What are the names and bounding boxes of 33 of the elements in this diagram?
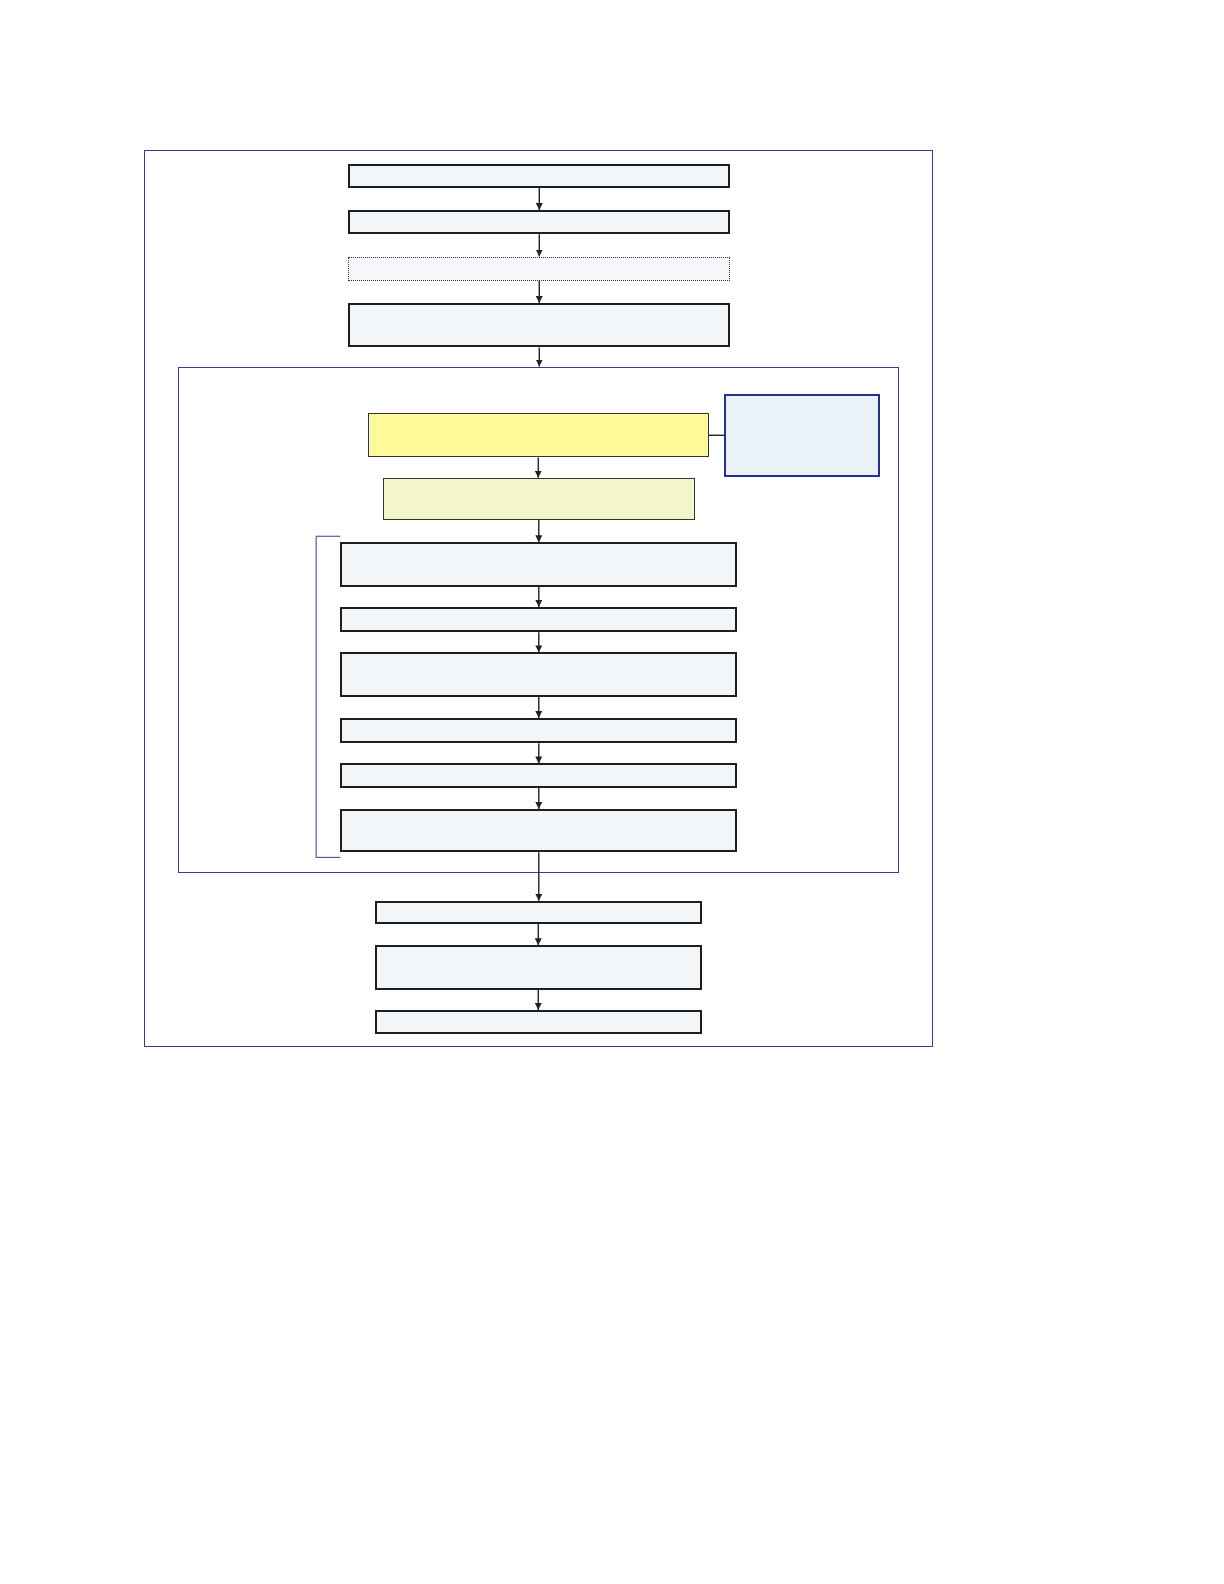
- process-box: [367, 413, 709, 458]
- arrow: [535, 696, 543, 719]
- arrow: [535, 851, 543, 902]
- process-box: [374, 900, 702, 925]
- process-box: [340, 808, 738, 853]
- arrow: [534, 989, 542, 1011]
- process-box: [340, 606, 738, 633]
- side-box: [724, 393, 880, 477]
- process-box: [340, 652, 738, 697]
- arrow: [534, 456, 542, 479]
- arrow: [535, 631, 543, 654]
- group-frame: [177, 366, 899, 873]
- arrow: [535, 519, 543, 544]
- process-box: [348, 210, 731, 235]
- process-box: [374, 1009, 702, 1035]
- arrow: [535, 233, 543, 258]
- arrow: [535, 586, 543, 608]
- process-box: [374, 945, 702, 990]
- process-box: [348, 256, 731, 281]
- process-box: [382, 477, 695, 521]
- process-box: [340, 542, 738, 587]
- process-box: [340, 763, 738, 788]
- arrow: [535, 346, 543, 368]
- arrow: [535, 787, 543, 810]
- arrow: [534, 923, 542, 946]
- arrow: [535, 742, 543, 765]
- connector-line: [708, 434, 725, 436]
- process-box: [348, 302, 731, 348]
- arrow: [535, 280, 543, 304]
- arrow: [535, 187, 543, 211]
- process-box: [340, 718, 738, 744]
- group-frame: [144, 150, 934, 1048]
- process-box: [348, 163, 731, 188]
